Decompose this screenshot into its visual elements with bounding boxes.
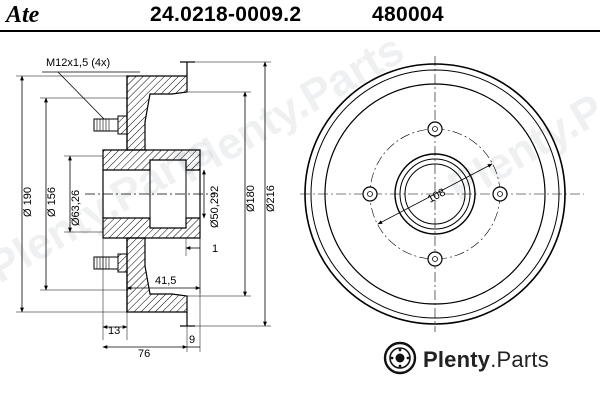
thread-leader: [57, 71, 105, 120]
wheel-stud-lower: [93, 253, 128, 273]
header-rule: [0, 30, 600, 32]
dim-1: 1: [212, 243, 218, 255]
brand-name-rest: .Parts: [490, 347, 549, 372]
brand-name: Plenty.Parts: [423, 347, 549, 373]
part-number: 24.0218-0009.2: [150, 3, 302, 26]
stud-hole: [427, 121, 443, 137]
hub-upper: [102, 149, 201, 171]
drum-rim-inner: [310, 69, 560, 319]
stud-hole: [362, 186, 378, 202]
drum-wall-upper: [126, 75, 188, 151]
dim-line-108: [377, 163, 493, 225]
brake-disc-icon: [383, 341, 417, 375]
header: Ate 24.0218-0009.2 480004: [0, 0, 600, 34]
dim-190: Ø 190: [22, 187, 34, 217]
dim-41: 41,5: [155, 275, 176, 287]
drum-outer-rim: [304, 63, 566, 325]
section-view: M12x1,5 (4x) Ø 190 Ø 156 Ø63,26 Ø50,292: [16, 57, 277, 360]
stud-hole: [492, 186, 508, 202]
ate-logo: Ate: [6, 2, 40, 28]
dim-76: 76: [138, 348, 150, 360]
reference-number: 480004: [372, 3, 444, 26]
stud-hole: [427, 251, 443, 267]
plenty-parts-logo: Plenty.Parts: [383, 340, 583, 380]
dim-216: Ø216: [265, 185, 277, 212]
dim-156: Ø 156: [46, 187, 58, 217]
dim-63: Ø63,26: [70, 190, 82, 226]
dim-9: 9: [189, 334, 195, 346]
thread-label: M12x1,5 (4x): [46, 57, 110, 69]
front-view: 108: [300, 56, 584, 332]
braking-surface: [324, 83, 546, 305]
dim-13: 13: [108, 325, 120, 337]
dim-50: Ø50,292: [209, 186, 221, 228]
hub-lower: [102, 217, 201, 239]
wheel-stud-upper: [93, 115, 128, 135]
dim-180: Ø180: [245, 185, 257, 212]
brand-name-bold: Plenty: [423, 347, 491, 372]
